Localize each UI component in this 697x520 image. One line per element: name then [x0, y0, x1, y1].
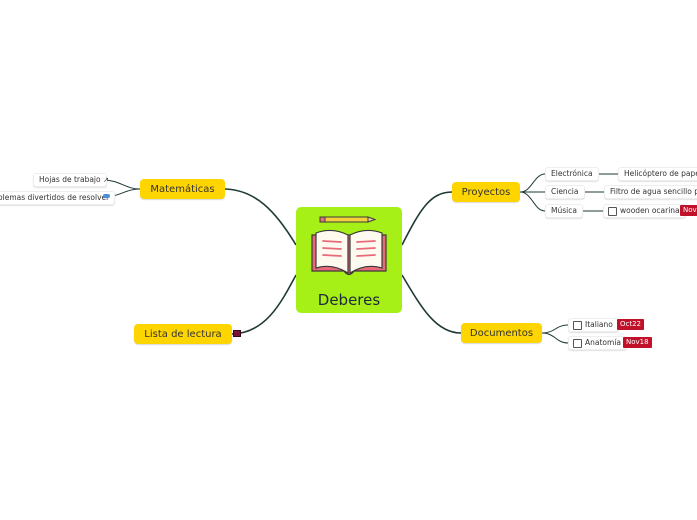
- subtopic-hojas-label: Hojas de trabajo: [39, 175, 101, 184]
- task-anatomia-label: Anatomía: [585, 338, 621, 347]
- central-topic[interactable]: Deberes: [296, 207, 402, 313]
- topic-matematicas[interactable]: Matemáticas: [140, 179, 225, 199]
- link-central-matematicas: [224, 188, 297, 246]
- central-topic-label: Deberes: [317, 291, 381, 309]
- link-proy-electronica: [519, 173, 546, 193]
- subtopic-musica[interactable]: Música: [545, 204, 583, 218]
- task-wooden-ocarina[interactable]: wooden ocarina: [603, 204, 686, 218]
- checkbox-icon[interactable]: [608, 206, 617, 216]
- topic-documentos-label: Documentos: [469, 327, 534, 339]
- checkbox-icon[interactable]: [573, 338, 582, 348]
- topic-documentos[interactable]: Documentos: [461, 323, 542, 343]
- subtopic-hojas-de-trabajo[interactable]: Hojas de trabajo: [33, 173, 107, 187]
- book-icon: [233, 330, 241, 337]
- task-italiano[interactable]: Italiano: [568, 318, 619, 332]
- topic-lista-label: Lista de lectura: [144, 328, 222, 340]
- link-central-proyectos: [401, 191, 453, 246]
- open-book-with-pencil-icon: [311, 216, 387, 276]
- due-date-badge: Oct22: [617, 319, 645, 330]
- link-doc-anatomia: [541, 332, 569, 344]
- topic-proyectos[interactable]: Proyectos: [452, 182, 520, 202]
- task-italiano-label: Italiano: [585, 320, 613, 329]
- subtopic-problemas-label: Problemas divertidos de resolver: [0, 193, 110, 202]
- task-anatomia[interactable]: Anatomía: [568, 336, 627, 350]
- due-date-badge: Nov: [680, 205, 697, 216]
- item-helicoptero-label: Helicóptero de papel: [624, 169, 697, 178]
- due-date-badge: Nov18: [623, 337, 652, 348]
- task-ocarina-label: wooden ocarina: [620, 206, 680, 215]
- subtopic-problemas[interactable]: Problemas divertidos de resolver: [0, 191, 116, 205]
- subtopic-ciencia-label: Ciencia: [551, 187, 579, 196]
- subtopic-electronica[interactable]: Electrónica: [545, 167, 599, 181]
- topic-matematicas-label: Matemáticas: [150, 183, 215, 195]
- link-doc-italiano: [541, 324, 569, 334]
- subtopic-ciencia[interactable]: Ciencia: [545, 185, 585, 199]
- item-filtro-label: Filtro de agua sencillo pa: [610, 187, 697, 196]
- item-filtro[interactable]: Filtro de agua sencillo pa: [604, 185, 697, 199]
- link-proy-musica: [519, 191, 546, 212]
- checkbox-icon[interactable]: [573, 320, 582, 330]
- topic-proyectos-label: Proyectos: [461, 186, 511, 198]
- subtopic-musica-label: Música: [551, 206, 577, 215]
- link-central-documentos: [401, 274, 462, 334]
- item-helicoptero[interactable]: Helicóptero de papel: [618, 167, 697, 181]
- link-central-lista: [231, 274, 297, 335]
- external-link-icon[interactable]: ↗: [103, 176, 109, 184]
- subtopic-electronica-label: Electrónica: [551, 169, 593, 178]
- attachment-icon[interactable]: [103, 194, 110, 198]
- topic-lista-de-lectura[interactable]: Lista de lectura: [134, 324, 232, 344]
